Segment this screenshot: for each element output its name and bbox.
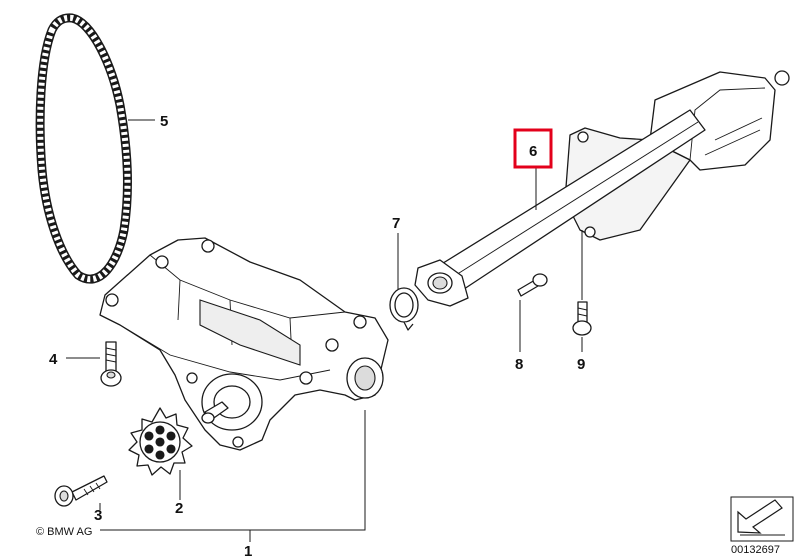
callout-label-5: 5 [160, 113, 168, 130]
callout-label-6: 6 [529, 143, 537, 160]
oil-pickup-pipe [414, 70, 790, 307]
callout-label-9: 9 [577, 356, 585, 373]
highlight-box [513, 128, 553, 169]
callout-label-8: 8 [515, 356, 523, 373]
callout-label-7: 7 [392, 215, 400, 232]
oil-pump-housing [99, 237, 389, 451]
bolt-8 [517, 273, 548, 297]
seal-ring [389, 287, 419, 331]
catalog-number: 00132697 [731, 544, 780, 556]
callout-label-3: 3 [94, 507, 102, 524]
sprocket [128, 407, 193, 476]
direction-arrow-icon [730, 496, 794, 542]
callout-label-4: 4 [49, 351, 58, 368]
copyright-text: © BMW AG [36, 526, 92, 538]
timing-chain [35, 13, 132, 284]
callout-label-1: 1 [244, 543, 252, 559]
callout-label-2: 2 [175, 500, 183, 517]
leader-lines [66, 119, 583, 542]
bolt-9 [572, 301, 592, 336]
bolt-4 [100, 341, 122, 387]
bolt-3 [54, 475, 108, 507]
